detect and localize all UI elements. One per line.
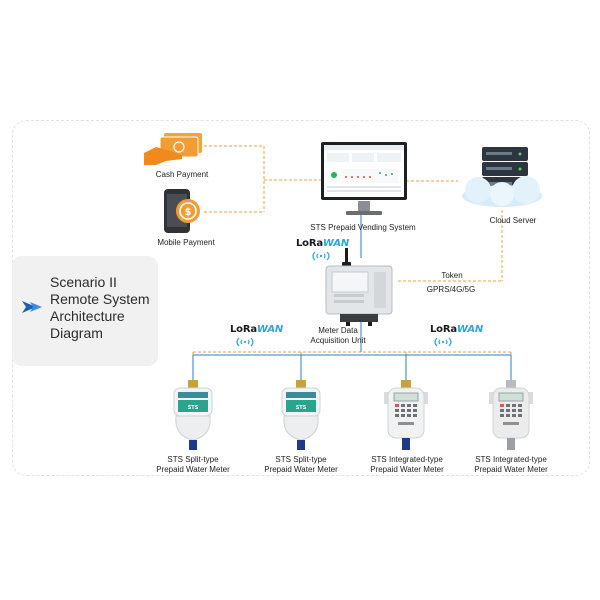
- data-acquisition-unit-icon: [325, 248, 393, 326]
- cloud-server-label: Cloud Server: [489, 216, 537, 225]
- svg-text:STS: STS: [188, 405, 199, 411]
- meter-label: STS Integrated-type Prepaid Water Meter: [370, 455, 444, 474]
- meter-label: STS Split-type Prepaid Water Meter: [156, 455, 230, 474]
- cloud-server-icon: [462, 147, 542, 207]
- network-label: GPRS/4G/5G: [426, 285, 476, 294]
- lorawan-logo: LoRaWAN: [230, 324, 288, 348]
- cash-payment-label: Cash Payment: [155, 170, 209, 179]
- scenario-title: Scenario II Remote System Architecture D…: [50, 274, 150, 341]
- lorawan-logo: LoRaWAN: [430, 324, 488, 348]
- svg-text:STS: STS: [296, 405, 307, 411]
- dcu-label: Meter Data Acquisition Unit: [310, 326, 366, 345]
- integrated-type-water-meter-icon: [384, 380, 428, 450]
- meter-label: STS Integrated-type Prepaid Water Meter: [474, 455, 548, 474]
- meter-label: STS Split-type Prepaid Water Meter: [264, 455, 338, 474]
- wireless-signal-icon: [312, 251, 330, 261]
- integrated-type-water-meter-icon: [489, 380, 533, 450]
- cash-payment-icon: [144, 133, 202, 165]
- mobile-payment-label: Mobile Payment: [157, 238, 215, 247]
- vending-system-monitor-icon: [321, 142, 407, 215]
- split-type-water-meter-icon: STS: [281, 380, 321, 450]
- scenario-panel: Scenario II Remote System Architecture D…: [12, 256, 158, 366]
- wireless-signal-icon: [434, 337, 452, 347]
- token-label: Token: [441, 271, 463, 280]
- vending-system-label: STS Prepaid Vending System: [310, 223, 416, 232]
- split-type-water-meter-icon: STS: [173, 380, 213, 450]
- mobile-payment-icon: $: [164, 189, 200, 233]
- lorawan-logo: LoRaWAN: [296, 238, 354, 262]
- arrow-right-icon: [22, 301, 42, 313]
- wireless-signal-icon: [236, 337, 254, 347]
- svg-text:$: $: [185, 207, 192, 218]
